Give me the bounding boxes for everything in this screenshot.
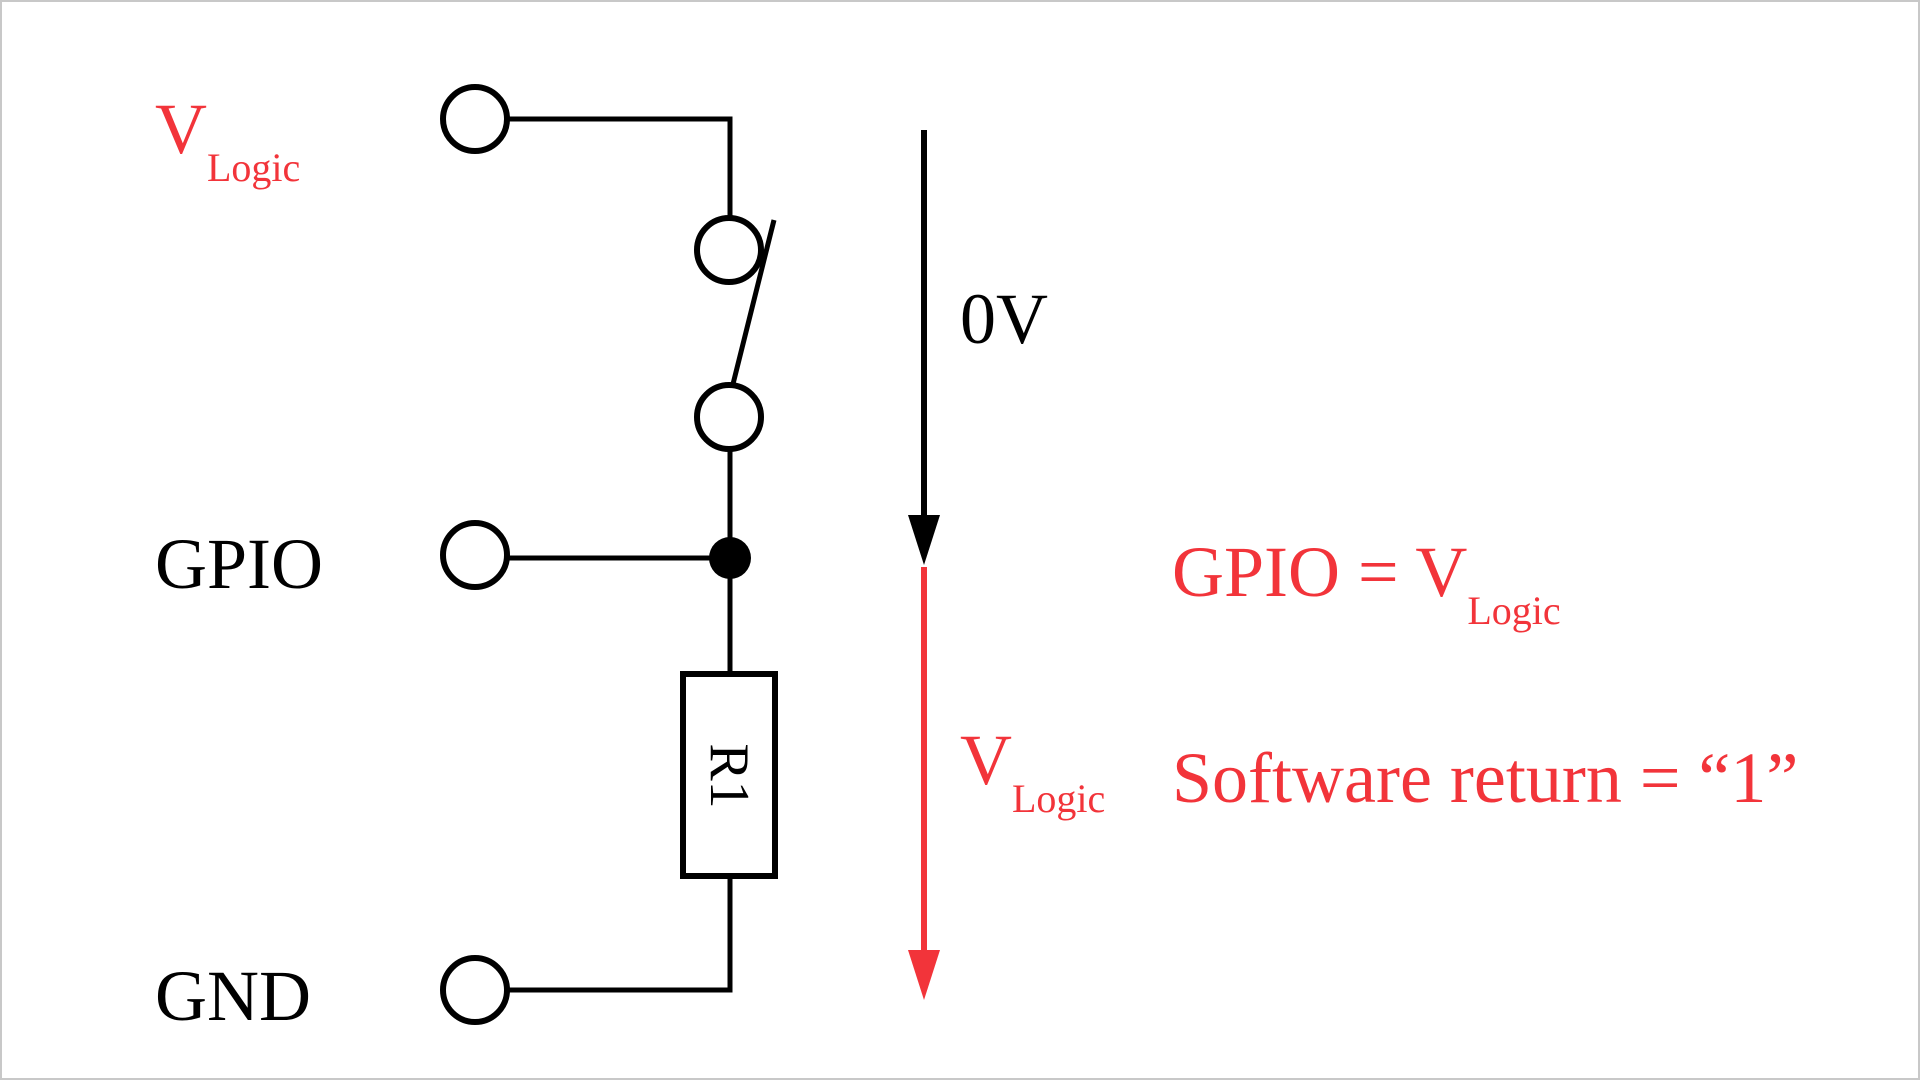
switch-voltage-label: 0V (960, 279, 1048, 359)
switch-voltage-arrow (908, 130, 940, 565)
resistor-r1 (680, 671, 778, 879)
vlogic-wire (506, 116, 733, 221)
gpio-level-sub: Logic (1467, 588, 1560, 633)
vlogic-terminal (440, 84, 510, 154)
gpio-level-main: GPIO = V (1172, 532, 1467, 612)
gpio-terminal (440, 520, 510, 590)
switch-contact-bottom (694, 382, 764, 452)
gnd-terminal (440, 955, 510, 1025)
resistor-label: R1 (698, 743, 760, 808)
software-return-text: Software return = “1” (1172, 738, 1798, 818)
gpio-level-text: GPIO = VLogic (1172, 532, 1561, 633)
resistor-voltage-arrow (908, 567, 940, 1000)
vlogic-label: VLogic (155, 89, 300, 190)
resistor-voltage-main: V (960, 720, 1012, 800)
resistor-voltage-label: VLogic (960, 720, 1105, 821)
switch-contact-top (694, 215, 764, 285)
resistor-voltage-sub: Logic (1012, 776, 1105, 821)
resistor-to-gnd-wire (506, 873, 733, 993)
gpio-label: GPIO (155, 524, 323, 604)
gpio-junction-node (709, 537, 751, 579)
switch-lever (730, 219, 777, 385)
vlogic-label-sub: Logic (207, 145, 300, 190)
gnd-label: GND (155, 956, 311, 1036)
vlogic-label-main: V (155, 89, 207, 169)
